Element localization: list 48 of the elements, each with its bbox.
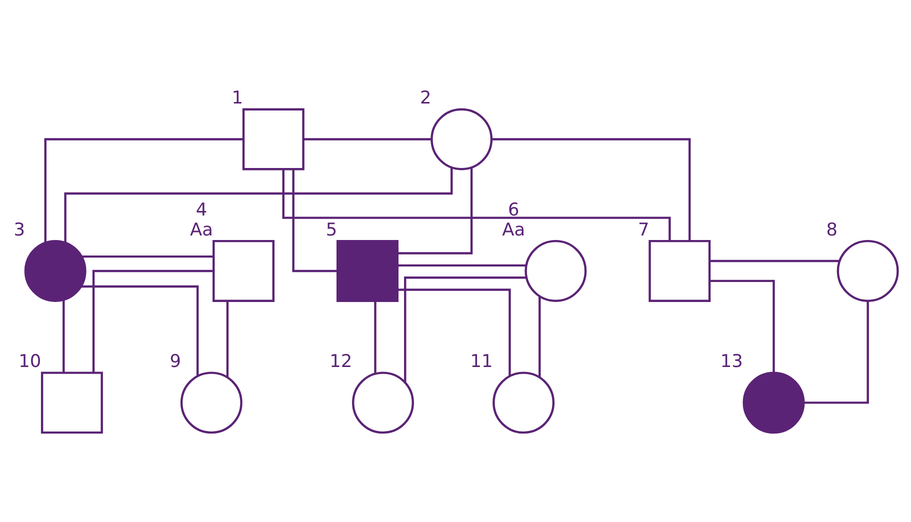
node-circle — [742, 372, 805, 434]
connector — [404, 276, 526, 383]
node-circle — [524, 240, 587, 302]
node-circle — [836, 240, 899, 302]
connector — [282, 169, 671, 241]
connector — [64, 168, 453, 243]
connector — [804, 300, 869, 404]
connector — [82, 255, 214, 258]
node-label: Aa — [502, 220, 526, 240]
connector — [710, 280, 775, 373]
connector — [538, 296, 541, 378]
connector — [62, 300, 65, 372]
node-label: 8 — [826, 220, 838, 240]
connector — [398, 264, 526, 267]
node-label: 4 — [196, 200, 208, 220]
node-box — [336, 240, 398, 302]
node-circle — [180, 372, 242, 434]
node-box — [40, 372, 103, 434]
connector — [398, 288, 511, 376]
connector — [374, 300, 376, 374]
node-label: 6 — [508, 200, 520, 220]
connector — [292, 169, 338, 272]
node-label: 1 — [232, 88, 244, 109]
node-circle — [430, 108, 493, 170]
node-box — [212, 240, 275, 302]
node-label: 3 — [14, 220, 26, 240]
node-label: 7 — [638, 220, 650, 240]
node-box — [648, 240, 711, 302]
node-label: 9 — [170, 352, 182, 372]
node-label: 2 — [420, 88, 432, 109]
node-label: 5 — [326, 220, 338, 240]
connector — [226, 300, 229, 378]
connector — [304, 138, 432, 140]
connector — [81, 285, 199, 376]
connector — [44, 138, 244, 243]
node-label: 12 — [330, 352, 352, 372]
connector — [92, 270, 214, 373]
node-circle — [492, 372, 555, 434]
connector — [398, 167, 473, 254]
node-label: 10 — [18, 352, 42, 372]
node-label: Aa — [190, 220, 213, 240]
node-circle — [24, 240, 86, 302]
node-circle — [352, 372, 414, 434]
node-label: 13 — [720, 352, 743, 372]
node-label: 11 — [470, 352, 493, 372]
connector — [710, 260, 840, 262]
node-box — [242, 108, 304, 170]
connector — [492, 138, 691, 242]
